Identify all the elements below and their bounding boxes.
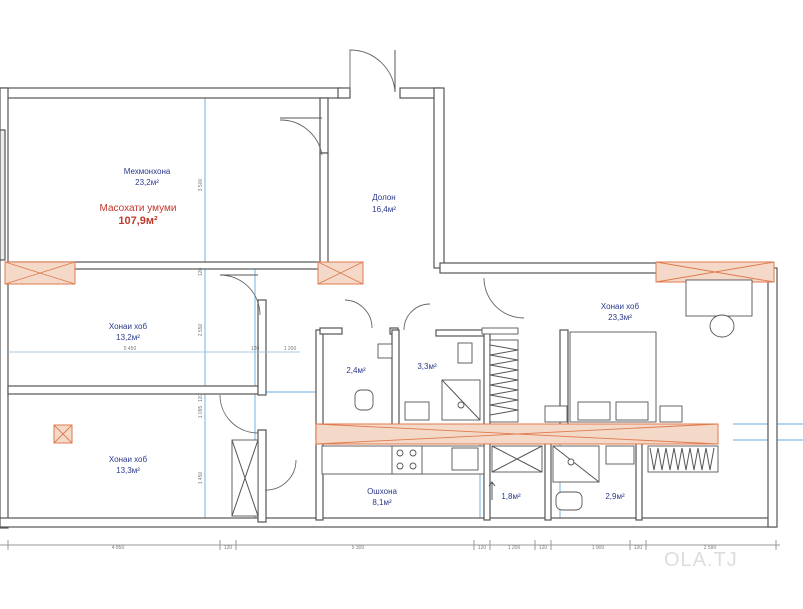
- beams: [4, 261, 775, 445]
- kitchen-name: Ошхона: [367, 487, 397, 496]
- walls: [0, 87, 778, 529]
- furniture: [231, 279, 753, 517]
- bedroom1-name: Хонаи хоб: [109, 322, 148, 331]
- dim-bottom-5: 120: [539, 545, 548, 551]
- dim-bottom-8: 2 590: [704, 545, 717, 551]
- wc1-area: 2,4м²: [346, 366, 366, 375]
- bedroom2-name: Хонаи хоб: [109, 455, 148, 464]
- dim-vert-3: 120: [198, 394, 204, 403]
- bedroom2-area: 13,3м²: [116, 466, 140, 475]
- dimension-vertical: 3 500 120 2 550 120 1 095 1 450 5 450 12…: [8, 179, 300, 485]
- total-area-label: Масохати умуми: [100, 203, 177, 214]
- dim-interior-2: 1 200: [284, 346, 297, 352]
- room-labels: Мехмонхона 23,2м² Масохати умуми 107,9м²…: [100, 167, 640, 507]
- bath1-area: 3,3м²: [417, 362, 437, 371]
- dim-bottom-4: 1 200: [508, 545, 521, 551]
- dim-vert-1: 120: [198, 268, 204, 277]
- bedroom3-name: Хонаи хоб: [601, 302, 640, 311]
- pantry-area: 1,8м²: [501, 492, 521, 501]
- dim-vert-5: 1 450: [198, 472, 204, 485]
- living-area: 23,2м²: [135, 178, 159, 187]
- doors: [219, 49, 525, 491]
- dimension-bottom: 4 850 120 5 300 120 1 200 120 1 900 120 …: [0, 540, 780, 551]
- dim-bottom-3: 120: [478, 545, 487, 551]
- hall-area: 16,4м²: [372, 205, 396, 214]
- dim-interior-0: 5 450: [124, 346, 137, 352]
- dim-bottom-6: 1 900: [592, 545, 605, 551]
- watermark: OLA.TJ: [664, 549, 738, 571]
- living-name: Мехмонхона: [124, 167, 171, 176]
- bath2-area: 2,9м²: [605, 492, 625, 501]
- dim-bottom-1: 120: [224, 545, 233, 551]
- dim-vert-4: 1 095: [198, 406, 204, 419]
- total-area-value: 107,9м²: [118, 215, 158, 227]
- bedroom3-area: 23,3м²: [608, 313, 632, 322]
- kitchen-area: 8,1м²: [372, 498, 392, 507]
- dim-bottom-7: 120: [634, 545, 643, 551]
- dim-bottom-0: 4 850: [112, 545, 125, 551]
- dim-vert-0: 3 500: [198, 179, 204, 192]
- dim-vert-2: 2 550: [198, 324, 204, 337]
- hall-name: Долон: [372, 193, 395, 202]
- bedroom1-area: 13,2м²: [116, 333, 140, 342]
- dim-bottom-2: 5 300: [352, 545, 365, 551]
- dim-interior-1: 120: [251, 346, 260, 352]
